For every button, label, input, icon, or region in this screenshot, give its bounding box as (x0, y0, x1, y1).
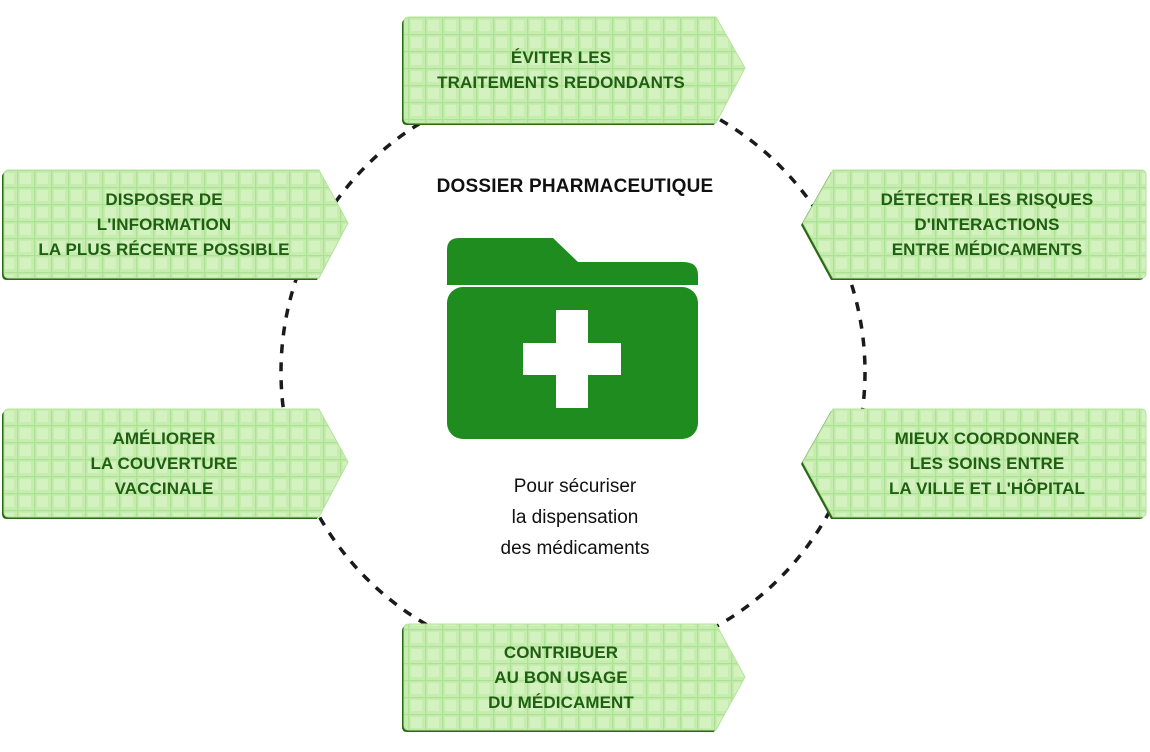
box-upper-left (3, 169, 349, 279)
center-title: DOSSIER PHARMACEUTIQUE (436, 176, 714, 197)
caption-line: la dispensation (511, 507, 639, 528)
box-top (403, 16, 746, 124)
box-lower-left (3, 408, 349, 518)
plus-icon (523, 310, 621, 408)
medical-folder-icon (447, 238, 698, 439)
center-caption: Pour sécuriser la dispensation des médic… (460, 471, 690, 564)
caption-line: Pour sécuriser (513, 476, 637, 497)
box-lower-right (802, 408, 1147, 518)
caption-line: des médicaments (500, 538, 650, 559)
box-upper-right (802, 169, 1147, 279)
box-bottom (403, 623, 746, 731)
